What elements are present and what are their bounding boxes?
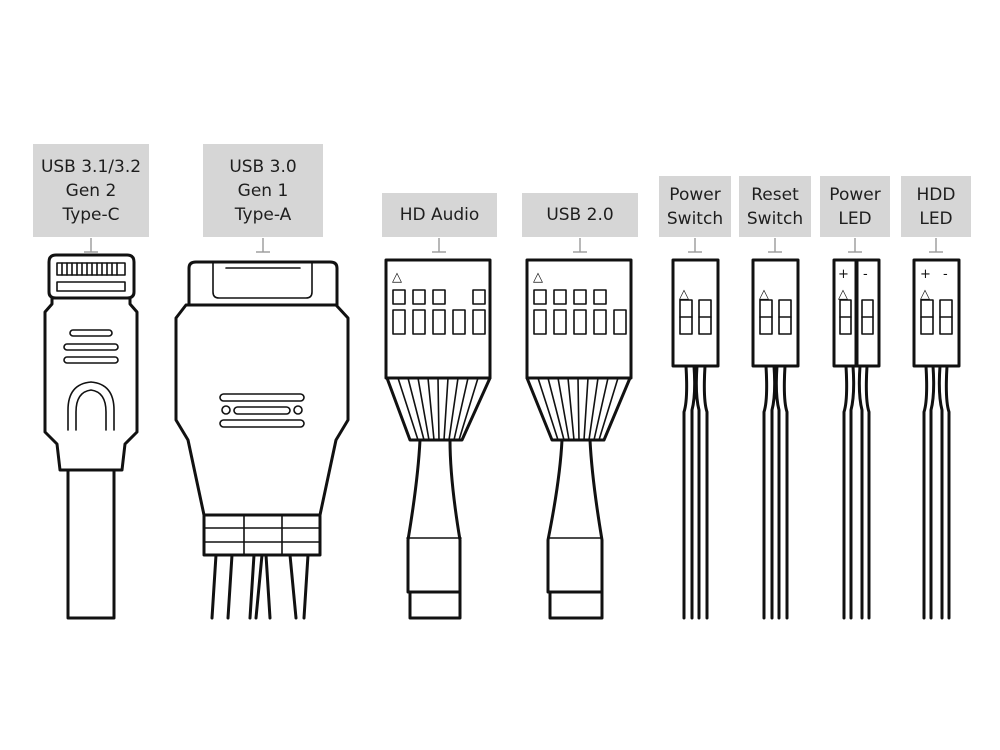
label-line: USB 2.0 bbox=[546, 205, 614, 225]
hd-audio-connector: △ bbox=[384, 258, 492, 620]
pin1-marker: △ bbox=[759, 287, 769, 302]
label-line: Switch bbox=[746, 208, 804, 229]
label-usb-c: USB 3.1/3.2 Gen 2 Type-C bbox=[33, 144, 149, 237]
label-line: LED bbox=[838, 208, 872, 229]
reset-switch-connector: △ bbox=[751, 258, 800, 620]
label-hd-audio: HD Audio bbox=[382, 193, 497, 237]
label-hdd-led: HDD LED bbox=[901, 176, 971, 237]
usb2-connector: △ bbox=[525, 258, 633, 620]
label-line: HD Audio bbox=[399, 205, 480, 225]
label-power-switch: Power Switch bbox=[659, 176, 731, 237]
label-line: Reset bbox=[751, 184, 799, 205]
polarity-minus: - bbox=[943, 267, 948, 282]
hd-audio-cable bbox=[406, 438, 462, 594]
polarity-plus: + bbox=[838, 267, 849, 282]
label-line: USB 3.0 bbox=[229, 156, 297, 177]
usb-a-latch bbox=[187, 260, 339, 307]
usb2-cable bbox=[546, 438, 604, 594]
hdd-led-connector: + - △ bbox=[912, 258, 961, 620]
label-line: USB 3.1/3.2 bbox=[40, 156, 142, 177]
label-line: LED bbox=[919, 208, 953, 229]
label-usb-a: USB 3.0 Gen 1 Type-A bbox=[203, 144, 323, 237]
power-led-connector: + - △ bbox=[832, 258, 881, 620]
power-switch-connector: △ bbox=[671, 258, 720, 620]
label-usb2: USB 2.0 bbox=[522, 193, 638, 237]
label-reset-switch: Reset Switch bbox=[739, 176, 811, 237]
pin1-marker: △ bbox=[392, 270, 402, 285]
usb-a-strain-relief bbox=[202, 513, 322, 557]
usb-c-body bbox=[43, 296, 139, 472]
usb-a-body bbox=[174, 303, 350, 517]
pin1-marker: △ bbox=[838, 287, 848, 302]
usb-a-connector bbox=[174, 260, 350, 620]
pin1-marker: △ bbox=[679, 287, 689, 302]
label-ticks bbox=[84, 238, 943, 253]
label-line: Type-A bbox=[234, 204, 292, 225]
label-line: Power bbox=[669, 184, 721, 205]
polarity-plus: + bbox=[920, 267, 931, 282]
label-line: Gen 1 bbox=[237, 180, 289, 201]
label-line: Switch bbox=[666, 208, 724, 229]
label-line: HDD bbox=[916, 184, 956, 205]
pin1-marker: △ bbox=[533, 270, 543, 285]
label-line: Power bbox=[829, 184, 881, 205]
usb-c-connector bbox=[43, 253, 139, 620]
polarity-minus: - bbox=[863, 267, 868, 282]
label-line: Gen 2 bbox=[65, 180, 117, 201]
usb-c-cable bbox=[66, 468, 116, 620]
pin1-marker: △ bbox=[920, 287, 930, 302]
label-line: Type-C bbox=[62, 204, 120, 225]
label-power-led: Power LED bbox=[820, 176, 890, 237]
